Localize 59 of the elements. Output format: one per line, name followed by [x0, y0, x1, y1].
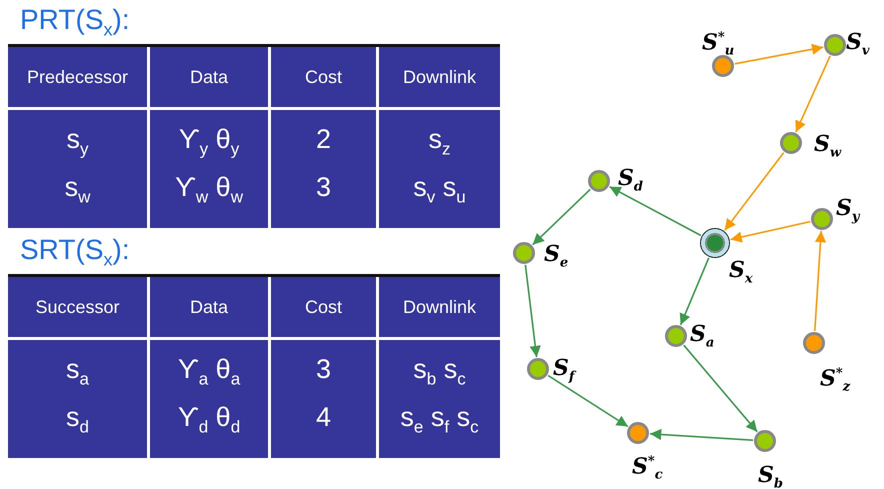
node-label: S$_{x}$	[729, 258, 753, 288]
network-node	[700, 228, 730, 258]
node-label: S$_{b}$	[758, 463, 783, 489]
arrow	[680, 258, 710, 326]
arrow	[683, 344, 758, 432]
column-header: Downlink	[402, 66, 476, 89]
arrow	[724, 152, 784, 231]
arrow	[650, 428, 754, 441]
column-header: Downlink	[402, 296, 476, 319]
table-cell-text: s$_{z}$	[428, 124, 452, 160]
network-node	[627, 422, 649, 444]
node-label: S$_{f}$	[553, 356, 574, 386]
column-header: Cost	[304, 296, 342, 319]
network-node	[712, 55, 734, 77]
table-cell-text: s$_{w}$	[64, 172, 92, 208]
table-cell-text: ϒ$_{a}$ θ$_{a}$	[176, 354, 242, 390]
table-cell-text: 2	[314, 124, 332, 154]
node-label: S$_{v}$	[846, 30, 870, 60]
table-cell-text: s$_{d}$	[65, 402, 90, 438]
node-label: S$_{w}$	[814, 132, 842, 162]
column-header: Successor	[35, 296, 120, 319]
arrow	[548, 374, 628, 428]
arrow	[814, 230, 826, 332]
table-title: SRT(S$_{x}$):	[20, 234, 130, 272]
column-header: Predecessor	[26, 66, 128, 89]
node-label: S$_{e}$	[544, 242, 568, 272]
table-cell-text: s$_{e}$ s$_{f}$ s$_{c}$	[399, 402, 480, 438]
network-node	[527, 358, 549, 380]
table-cell-text: ϒ$_{d}$ θ$_{d}$	[176, 402, 242, 438]
network-node	[665, 325, 687, 347]
network-node	[513, 242, 535, 264]
table-cell-text: s$_{v}$ s$_{u}$	[412, 172, 467, 208]
table-cell-text: 4	[314, 402, 332, 432]
network-node	[780, 132, 802, 154]
column-header: Cost	[304, 66, 342, 89]
arrow	[734, 44, 824, 65]
arrow	[609, 186, 702, 236]
arrow	[524, 264, 541, 358]
arrow	[532, 188, 591, 246]
network-node	[803, 332, 825, 354]
table-cell-text: s$_{b}$ s$_{c}$	[412, 354, 467, 390]
node-label: S$_{d}$	[618, 166, 643, 196]
node-label: S$_{y}$	[836, 196, 860, 226]
table-cell-text: s$_{y}$	[66, 124, 90, 160]
network-node	[811, 208, 833, 230]
table-cell-text: 3	[314, 172, 332, 202]
arrow	[795, 56, 831, 132]
column-header: Data	[190, 66, 228, 89]
column-header: Data	[190, 296, 228, 319]
table-title: PRT(S$_{x}$):	[20, 4, 130, 42]
table-cell-text: s$_{a}$	[65, 354, 90, 390]
network-node	[754, 430, 776, 452]
table-cell-text: ϒ$_{w}$ θ$_{w}$	[174, 172, 244, 208]
network-node	[824, 34, 846, 56]
network-node	[588, 170, 610, 192]
table-cell-text: ϒ$_{y}$ θ$_{y}$	[178, 124, 240, 160]
table-cell-text: 3	[314, 354, 332, 384]
node-label: S$_{a}$	[690, 322, 714, 352]
arrow	[730, 220, 810, 242]
